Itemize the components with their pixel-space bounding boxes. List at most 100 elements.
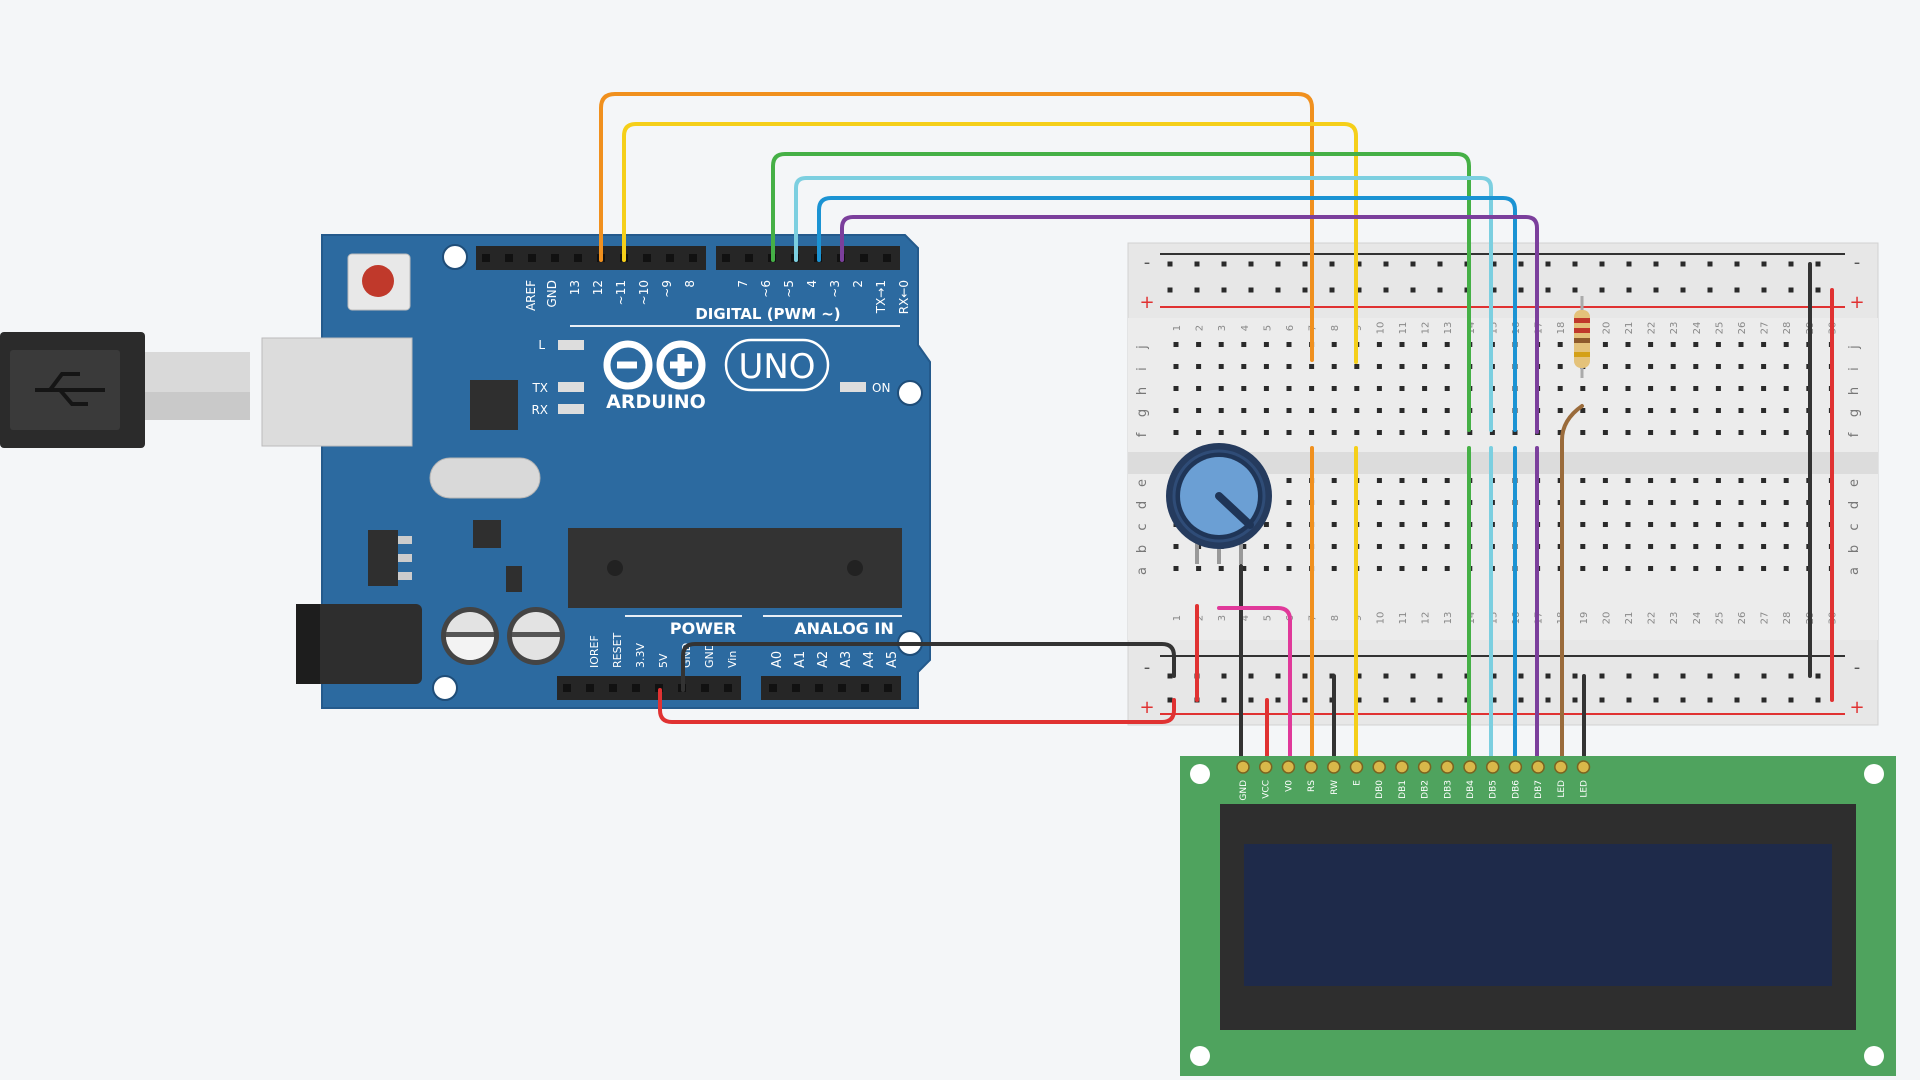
- breadboard-hole[interactable]: [1648, 408, 1654, 413]
- rail-hole[interactable]: [1518, 673, 1524, 679]
- header-pin[interactable]: [769, 684, 777, 692]
- header-pin[interactable]: [505, 254, 513, 262]
- rail-hole[interactable]: [1626, 287, 1632, 293]
- breadboard-hole[interactable]: [1783, 430, 1789, 435]
- breadboard-hole[interactable]: [1738, 364, 1744, 369]
- lcd-pin[interactable]: [1417, 760, 1432, 774]
- rail-hole[interactable]: [1761, 287, 1767, 293]
- breadboard-hole[interactable]: [1761, 566, 1767, 571]
- breadboard-hole[interactable]: [1670, 544, 1676, 549]
- rail-hole[interactable]: [1410, 261, 1416, 267]
- breadboard-hole[interactable]: [1670, 386, 1676, 391]
- breadboard-hole[interactable]: [1648, 430, 1654, 435]
- rail-hole[interactable]: [1356, 261, 1362, 267]
- breadboard-hole[interactable]: [1399, 478, 1405, 483]
- breadboard-hole[interactable]: [1670, 364, 1676, 369]
- breadboard-hole[interactable]: [1399, 566, 1405, 571]
- breadboard-hole[interactable]: [1399, 386, 1405, 391]
- wire-pink-contrast[interactable]: [1217, 606, 1292, 764]
- breadboard-hole[interactable]: [1602, 342, 1608, 347]
- breadboard-hole[interactable]: [1783, 408, 1789, 413]
- rail-hole[interactable]: [1653, 697, 1659, 703]
- breadboard-hole[interactable]: [1444, 386, 1450, 391]
- breadboard-hole[interactable]: [1602, 566, 1608, 571]
- breadboard-hole[interactable]: [1783, 478, 1789, 483]
- breadboard-hole[interactable]: [1602, 430, 1608, 435]
- wire-light-blue[interactable]: [794, 176, 1493, 432]
- lcd-pin[interactable]: [1395, 760, 1409, 774]
- breadboard-hole[interactable]: [1738, 386, 1744, 391]
- lcd-pin[interactable]: [1485, 760, 1500, 774]
- breadboard-hole[interactable]: [1263, 566, 1269, 571]
- breadboard-hole[interactable]: [1444, 430, 1450, 435]
- breadboard-hole[interactable]: [1783, 364, 1789, 369]
- breadboard-hole[interactable]: [1286, 566, 1292, 571]
- breadboard-hole[interactable]: [1625, 430, 1631, 435]
- breadboard-hole[interactable]: [1331, 566, 1337, 571]
- reset-button[interactable]: [347, 253, 411, 311]
- rail-hole[interactable]: [1329, 261, 1335, 267]
- breadboard-hole[interactable]: [1648, 364, 1654, 369]
- lcd-pin[interactable]: [1349, 760, 1364, 774]
- breadboard-hole[interactable]: [1422, 364, 1428, 369]
- breadboard-hole[interactable]: [1738, 478, 1744, 483]
- breadboard-hole[interactable]: [1331, 430, 1337, 435]
- breadboard-hole[interactable]: [1580, 522, 1586, 527]
- breadboard-hole[interactable]: [1715, 430, 1721, 435]
- rail-hole[interactable]: [1680, 287, 1686, 293]
- breadboard-hole[interactable]: [1376, 408, 1382, 413]
- breadboard-hole[interactable]: [1331, 544, 1337, 549]
- rail-hole[interactable]: [1626, 673, 1632, 679]
- header-pin[interactable]: [815, 684, 823, 692]
- rail-hole[interactable]: [1572, 287, 1578, 293]
- rail-hole[interactable]: [1248, 697, 1254, 703]
- breadboard-hole[interactable]: [1693, 364, 1699, 369]
- breadboard-hole[interactable]: [1625, 342, 1631, 347]
- breadboard-hole[interactable]: [1309, 408, 1315, 413]
- breadboard-hole[interactable]: [1557, 430, 1563, 435]
- lcd-pin[interactable]: [1463, 760, 1477, 774]
- breadboard-hole[interactable]: [1761, 544, 1767, 549]
- breadboard-hole[interactable]: [1602, 408, 1608, 413]
- wire-green[interactable]: [771, 152, 1471, 432]
- breadboard-hole[interactable]: [1331, 522, 1337, 527]
- breadboard-hole[interactable]: [1580, 408, 1586, 413]
- rail-hole[interactable]: [1761, 697, 1767, 703]
- breadboard-hole[interactable]: [1444, 408, 1450, 413]
- breadboard-hole[interactable]: [1625, 478, 1631, 483]
- breadboard-hole[interactable]: [1580, 386, 1586, 391]
- breadboard-hole[interactable]: [1783, 566, 1789, 571]
- breadboard-hole[interactable]: [1241, 566, 1247, 571]
- rail-hole[interactable]: [1815, 261, 1821, 267]
- breadboard-hole[interactable]: [1173, 364, 1179, 369]
- rail-hole[interactable]: [1302, 261, 1308, 267]
- breadboard-hole[interactable]: [1557, 364, 1563, 369]
- breadboard-hole[interactable]: [1715, 478, 1721, 483]
- breadboard-hole[interactable]: [1444, 500, 1450, 505]
- rail-hole[interactable]: [1518, 697, 1524, 703]
- breadboard-hole[interactable]: [1715, 566, 1721, 571]
- breadboard-hole[interactable]: [1580, 430, 1586, 435]
- rail-hole[interactable]: [1545, 673, 1551, 679]
- breadboard-hole[interactable]: [1738, 342, 1744, 347]
- header-pin[interactable]: [666, 254, 674, 262]
- breadboard-hole[interactable]: [1783, 386, 1789, 391]
- rail-hole[interactable]: [1788, 673, 1794, 679]
- breadboard-hole[interactable]: [1557, 408, 1563, 413]
- wire-red-power[interactable]: [658, 688, 1176, 724]
- breadboard-hole[interactable]: [1738, 544, 1744, 549]
- breadboard-hole[interactable]: [1715, 408, 1721, 413]
- breadboard-hole[interactable]: [1715, 522, 1721, 527]
- rail-hole[interactable]: [1734, 261, 1740, 267]
- rail-hole[interactable]: [1302, 287, 1308, 293]
- breadboard-hole[interactable]: [1580, 544, 1586, 549]
- breadboard-hole[interactable]: [1376, 430, 1382, 435]
- breadboard-hole[interactable]: [1241, 342, 1247, 347]
- rail-hole[interactable]: [1518, 261, 1524, 267]
- breadboard-hole[interactable]: [1693, 522, 1699, 527]
- breadboard-hole[interactable]: [1173, 544, 1179, 549]
- breadboard-hole[interactable]: [1218, 430, 1224, 435]
- breadboard-hole[interactable]: [1761, 364, 1767, 369]
- rail-hole[interactable]: [1221, 697, 1227, 703]
